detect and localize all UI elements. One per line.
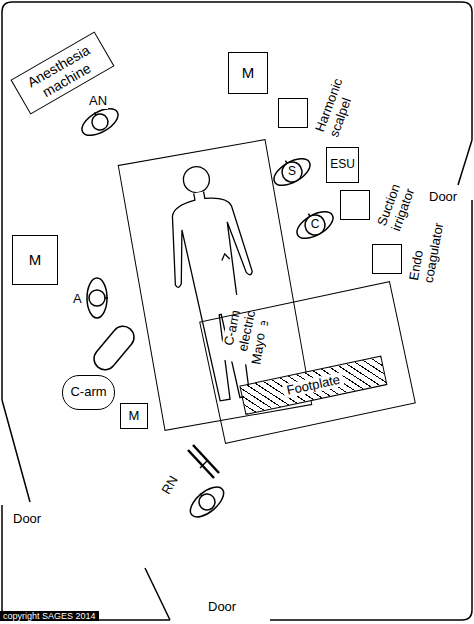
node-label: A [72, 292, 83, 307]
node-label: M [29, 251, 42, 268]
copyright-note: copyright SAGES 2014 [0, 611, 99, 621]
c-arm-unit: C-arm [62, 375, 115, 410]
door-leaf [145, 568, 170, 620]
c-arm-boom [90, 322, 139, 374]
node-label: Suction irrigator [375, 165, 424, 233]
node-label: M [129, 409, 140, 424]
node-label: C-arm [70, 385, 106, 400]
door-leaf [2, 400, 30, 502]
equipment-box: Endo coagulator [372, 244, 402, 274]
door-label: Door [205, 600, 239, 615]
door-label: Door [426, 190, 460, 205]
staff-position: S [268, 156, 316, 188]
node-label: ESU [330, 158, 355, 172]
node-label: Footplate [282, 372, 344, 399]
node-label: RN [159, 473, 182, 498]
monitor-box: M [228, 52, 268, 94]
door-leaf [458, 140, 472, 185]
person-symbol [76, 106, 124, 138]
equipment-box: ESU [326, 147, 359, 183]
staff-position: C [291, 209, 339, 241]
staff-position: AN [76, 106, 124, 138]
node-label: Harmonic scalpel [313, 69, 363, 139]
person-symbol [183, 486, 231, 518]
door-label: Door [10, 512, 44, 527]
node-label: AN [88, 94, 108, 109]
monitor-box: M [120, 403, 148, 429]
equipment-box: Suction irrigator [340, 190, 370, 220]
equipment-box: Harmonic scalpel [278, 98, 308, 128]
monitor-box: M [12, 235, 58, 285]
node-label: C [311, 218, 320, 232]
node-label: S [288, 165, 296, 179]
instrument-stand [188, 445, 219, 478]
staff-position: A [73, 282, 121, 314]
patient-silhouette [156, 160, 274, 405]
node-label: Mayo [248, 324, 269, 374]
node-label: M [242, 64, 255, 81]
node-label: Endo coagulator [407, 210, 449, 284]
staff-position: RN [183, 486, 231, 518]
